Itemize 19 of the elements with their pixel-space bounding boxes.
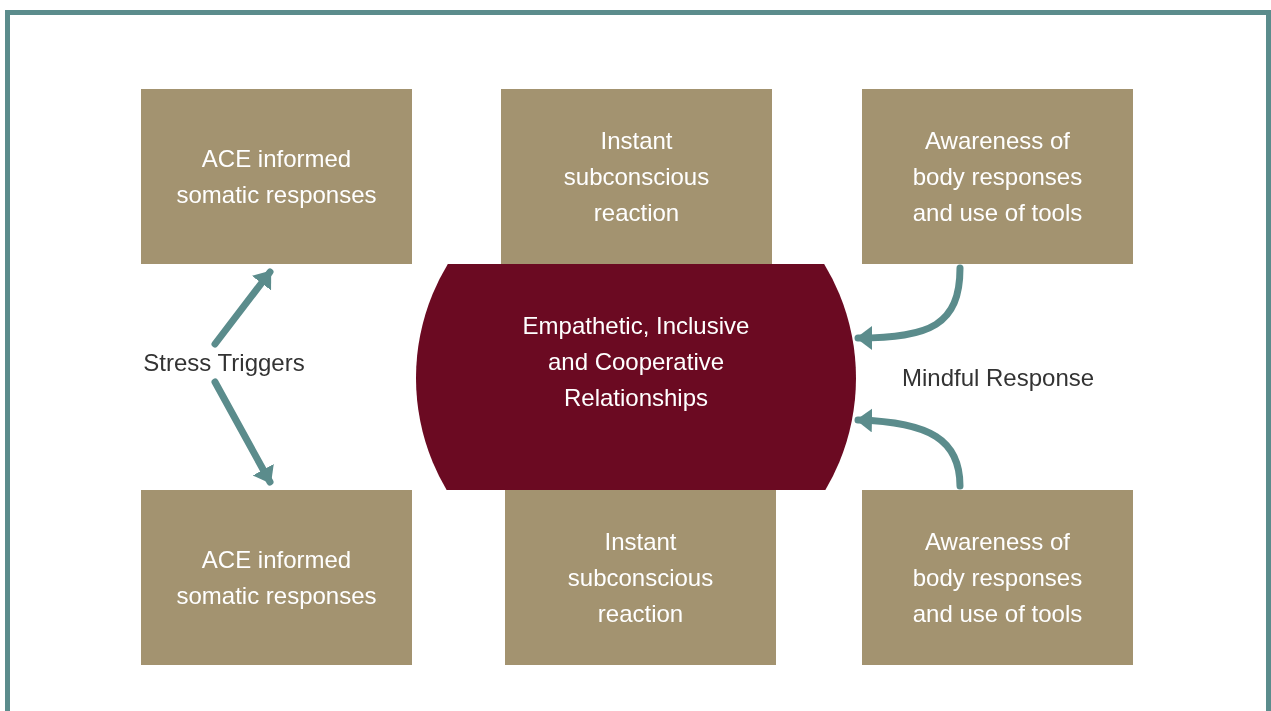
node-text: Instant subconscious reaction: [562, 125, 711, 228]
text-box: [862, 490, 1133, 665]
node-text: Awareness of body responses and use of tools: [911, 526, 1084, 629]
side-label: Mindful Response: [902, 364, 1095, 392]
text-box: [141, 490, 412, 665]
arrow: [854, 408, 964, 490]
text-box: [505, 490, 776, 665]
node-text: Empathetic, Inclusive and Cooperative Relationships: [521, 311, 751, 413]
text-box: [501, 89, 772, 264]
node-text: Stress Triggers: [143, 349, 305, 377]
arrow: [211, 268, 274, 348]
node-text: Awareness of body responses and use of tools: [911, 125, 1084, 228]
text-box: [862, 89, 1133, 264]
node-text: ACE informed somatic responses: [175, 544, 378, 611]
node-text: Instant subconscious reaction: [566, 526, 715, 629]
arrow: [211, 378, 274, 486]
text-box: [141, 89, 412, 264]
arrow: [854, 264, 964, 350]
node-text: ACE informed somatic responses: [175, 143, 378, 210]
